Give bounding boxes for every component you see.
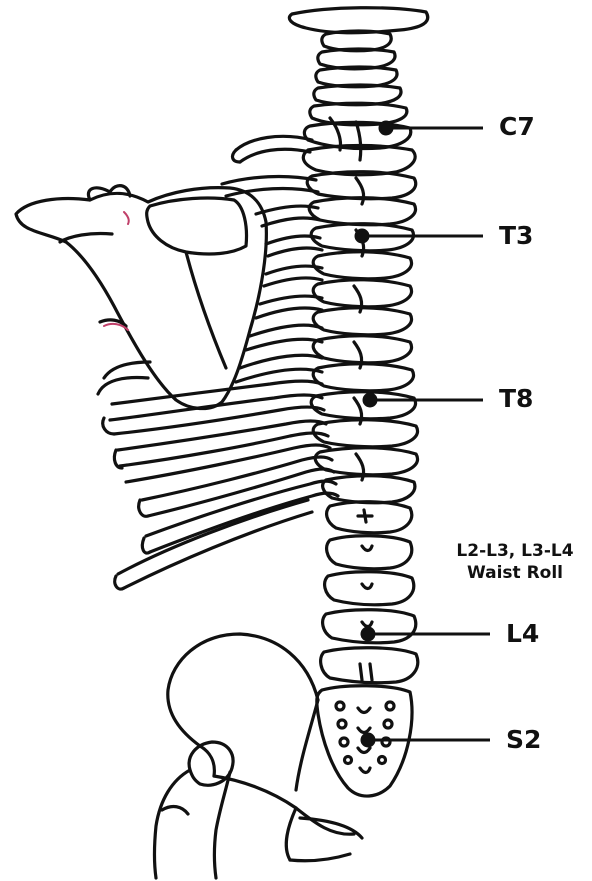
note-levels: L2-L3, L3-L4 xyxy=(430,540,592,562)
thoracic-vertebrae xyxy=(303,146,417,503)
label-c7: C7 xyxy=(499,114,535,139)
ribs xyxy=(98,177,338,590)
skull-base xyxy=(289,8,427,33)
clavicle xyxy=(236,136,312,150)
label-t3: T3 xyxy=(499,223,533,248)
cervical-vertebrae xyxy=(304,31,410,160)
label-t8: T8 xyxy=(499,386,533,411)
lumbar-vertebrae xyxy=(321,502,418,683)
femur-head xyxy=(155,742,234,878)
scapula xyxy=(16,186,266,409)
label-l4: L4 xyxy=(506,621,539,646)
waist-roll-note: L2-L3, L3-L4 Waist Roll xyxy=(430,540,592,584)
label-s2: S2 xyxy=(506,727,541,752)
note-waist-roll: Waist Roll xyxy=(430,562,592,584)
pointer-lines xyxy=(356,122,490,746)
